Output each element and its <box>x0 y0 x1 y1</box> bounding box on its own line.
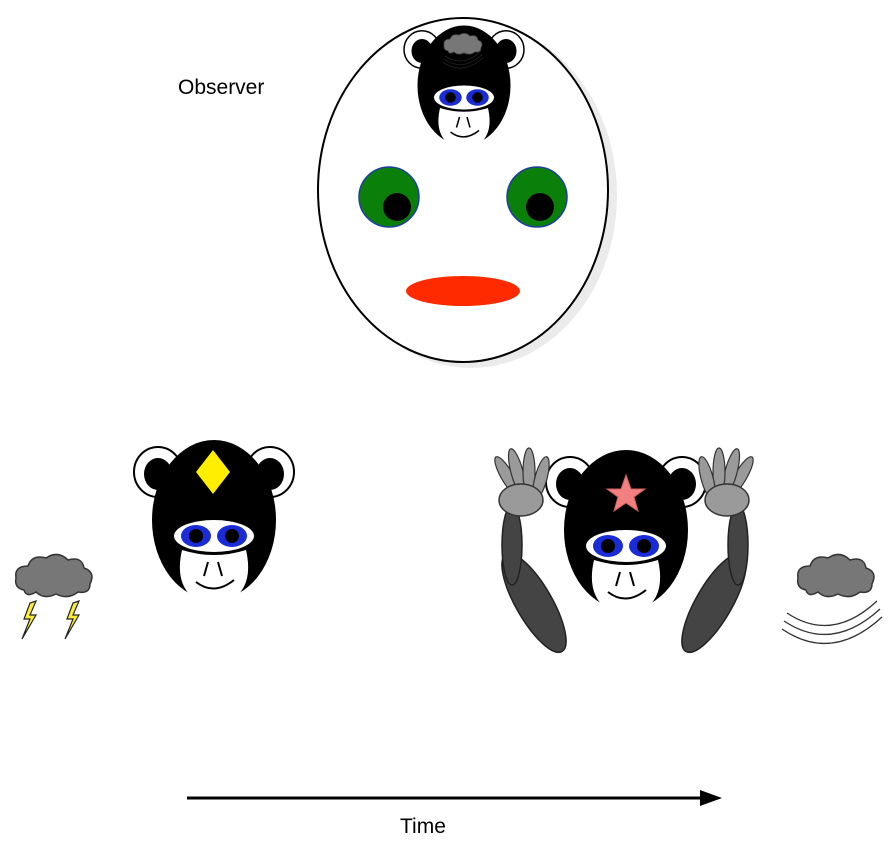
monkey-diamond-icon <box>133 439 295 605</box>
cloud-wind-icon <box>781 553 883 645</box>
arrow-right-icon <box>187 790 722 806</box>
monkey-star-hands-up-icon <box>490 446 758 654</box>
observer-label: Observer <box>178 76 265 99</box>
diamond-icon <box>196 450 230 494</box>
observer-face-icon <box>317 17 617 368</box>
time-label: Time <box>400 815 446 838</box>
observer-mouth <box>406 276 520 306</box>
thundercloud-lightning-icon <box>14 553 93 640</box>
star-icon <box>605 473 647 513</box>
